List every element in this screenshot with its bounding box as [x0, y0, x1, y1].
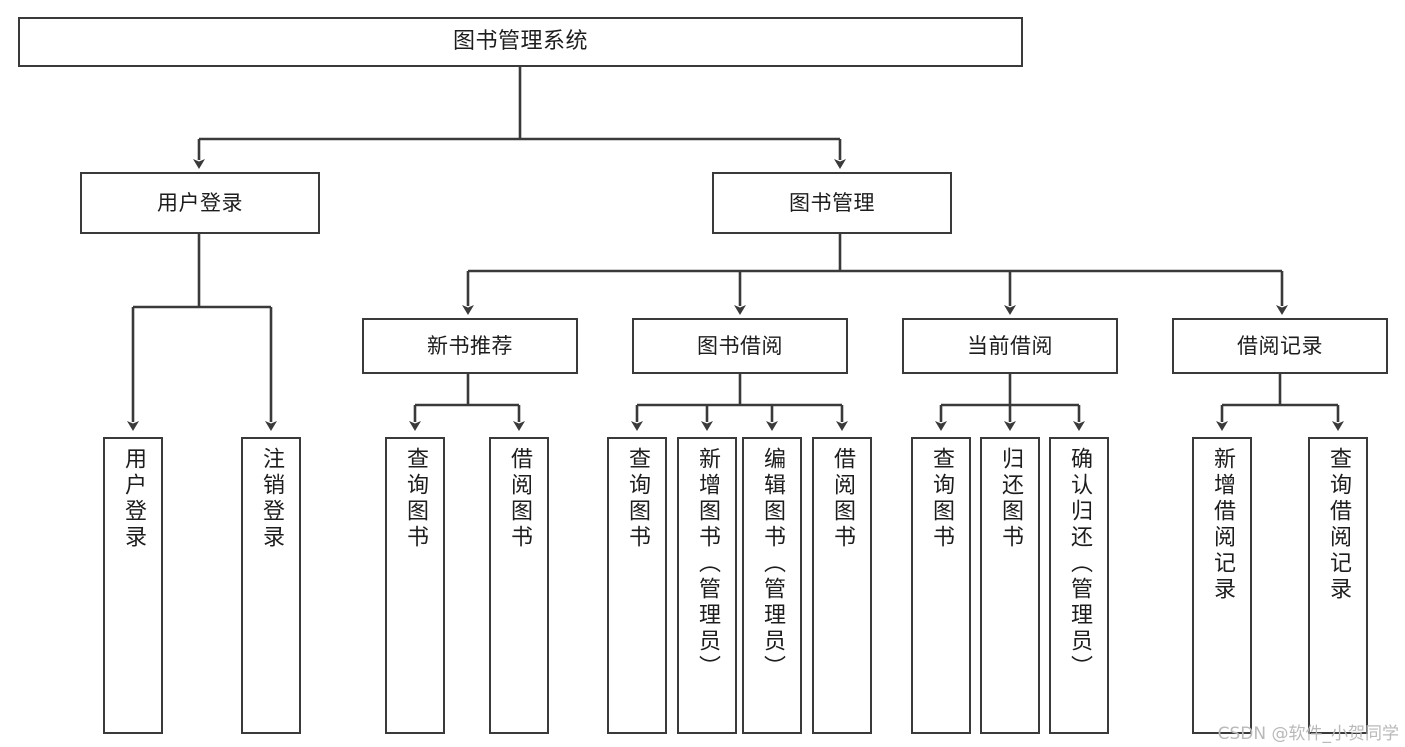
leaf-query-borrow-record[interactable]: 查询借阅记录 — [1308, 437, 1368, 734]
node-label: 新增图书（管理员） — [695, 447, 720, 681]
node-label: 新增借阅记录 — [1210, 447, 1235, 603]
node-label: 图书借阅 — [697, 333, 783, 358]
node-label: 归还图书 — [998, 447, 1023, 551]
node-user-login[interactable]: 用户登录 — [80, 172, 320, 234]
node-label: 编辑图书（管理员） — [760, 447, 785, 681]
leaf-user-login[interactable]: 用户登录 — [103, 437, 163, 734]
node-label: 当前借阅 — [967, 333, 1053, 358]
node-label: 注销登录 — [259, 447, 284, 551]
node-borrow-record[interactable]: 借阅记录 — [1172, 318, 1388, 374]
leaf-add-book-admin[interactable]: 新增图书（管理员） — [677, 437, 737, 734]
node-root-system[interactable]: 图书管理系统 — [18, 17, 1023, 67]
node-label: 查询图书 — [929, 447, 954, 551]
leaf-borrow-book[interactable]: 借阅图书 — [812, 437, 872, 734]
node-book-borrow[interactable]: 图书借阅 — [632, 318, 848, 374]
leaf-logout[interactable]: 注销登录 — [241, 437, 301, 734]
leaf-add-borrow-record[interactable]: 新增借阅记录 — [1192, 437, 1252, 734]
node-label: 确认归还（管理员） — [1067, 447, 1092, 681]
node-label: 用户登录 — [157, 190, 243, 215]
node-label: 图书管理系统 — [452, 29, 588, 55]
node-label: 图书管理 — [789, 190, 875, 215]
node-current-borrow[interactable]: 当前借阅 — [902, 318, 1118, 374]
leaf-query-book-new[interactable]: 查询图书 — [385, 437, 445, 734]
node-label: 用户登录 — [121, 447, 146, 551]
node-label: 借阅记录 — [1237, 333, 1323, 358]
node-new-book-recommend[interactable]: 新书推荐 — [362, 318, 578, 374]
node-label: 查询图书 — [625, 447, 650, 551]
node-book-management[interactable]: 图书管理 — [712, 172, 952, 234]
node-label: 查询借阅记录 — [1326, 447, 1351, 603]
leaf-confirm-return-admin[interactable]: 确认归还（管理员） — [1049, 437, 1109, 734]
node-label: 借阅图书 — [830, 447, 855, 551]
leaf-return-book[interactable]: 归还图书 — [980, 437, 1040, 734]
node-label: 查询图书 — [403, 447, 428, 551]
node-label: 借阅图书 — [507, 447, 532, 551]
leaf-query-book-current[interactable]: 查询图书 — [911, 437, 971, 734]
leaf-edit-book-admin[interactable]: 编辑图书（管理员） — [742, 437, 802, 734]
node-label: 新书推荐 — [427, 333, 513, 358]
leaf-borrow-book-new[interactable]: 借阅图书 — [489, 437, 549, 734]
leaf-query-book-borrow[interactable]: 查询图书 — [607, 437, 667, 734]
